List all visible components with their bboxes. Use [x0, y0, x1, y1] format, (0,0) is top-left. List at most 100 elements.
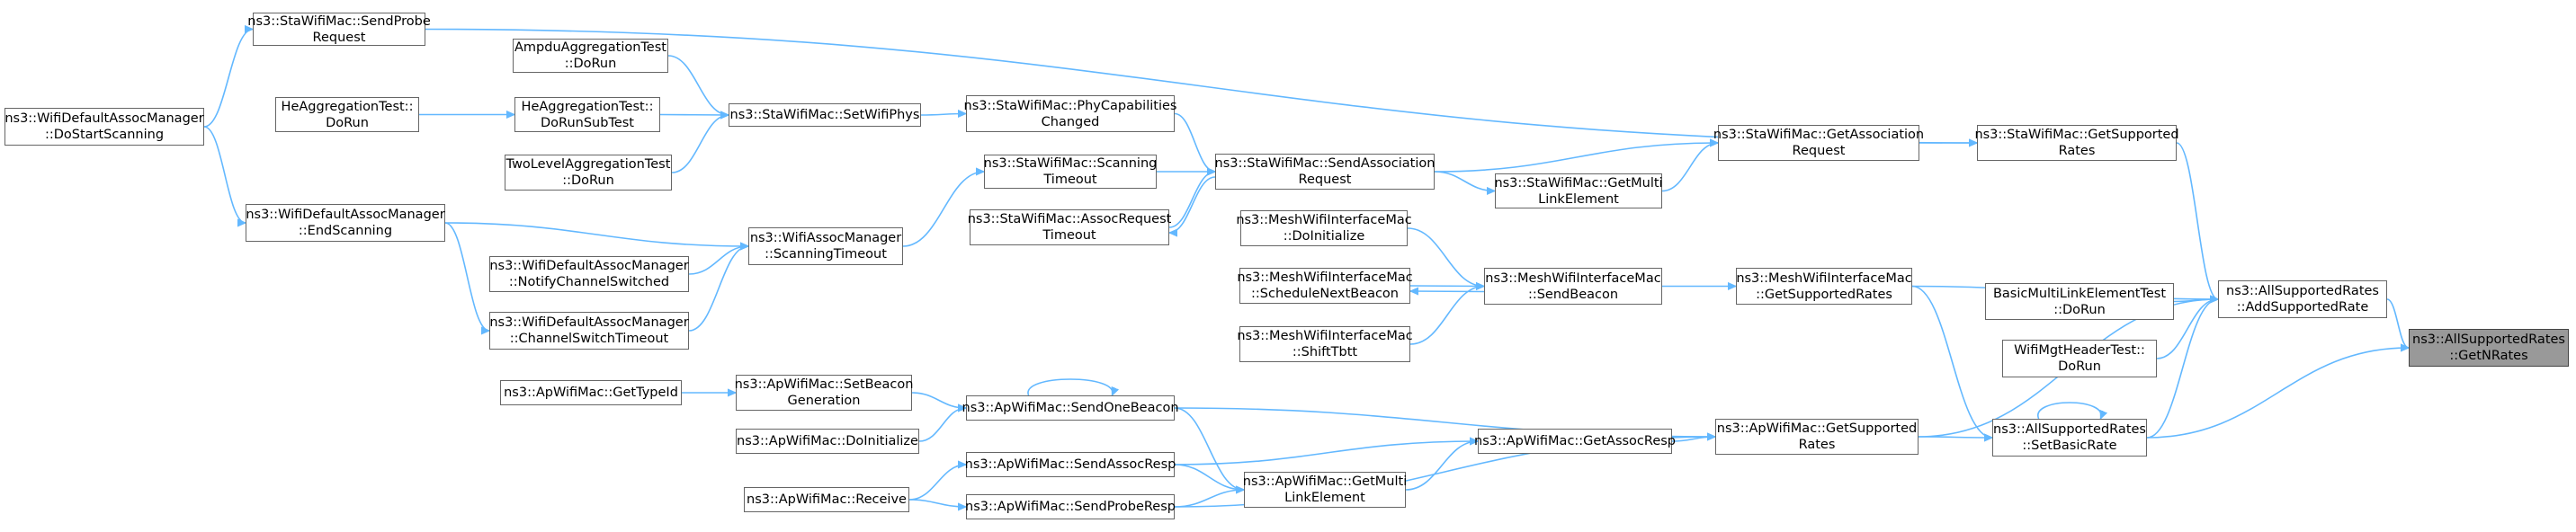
edge-wifimgt-dorun-to-asr-add: [2156, 299, 2218, 359]
node-wifimgt-dorun[interactable]: WifiMgtHeaderTest::DoRun: [2002, 340, 2157, 377]
node-label-line: ns3::MeshWifiInterfaceMac: [1236, 213, 1412, 227]
node-he-dorun[interactable]: HeAggregationTest::DoRun: [275, 97, 419, 132]
node-label-line: Rates: [1798, 438, 1836, 452]
node-asr-add[interactable]: ns3::AllSupportedRates::AddSupportedRate: [2218, 280, 2387, 318]
edge-ap-sendassocresp-to-ap-getassocresp: [1174, 441, 1478, 466]
node-label-line: AmpduAggregationTest: [514, 40, 666, 55]
node-label-line: ns3::MeshWifiInterfaceMac: [1485, 270, 1661, 286]
node-he-dorunsub[interactable]: HeAggregationTest::DoRunSubTest: [514, 97, 660, 132]
node-label-line: ::DoStartScanning: [44, 128, 165, 142]
node-label-line: ns3::AllSupportedRates: [1993, 422, 2146, 437]
node-label-line: DoRunSubTest: [541, 115, 634, 130]
node-wdam-dostart[interactable]: ns3::WifiDefaultAssocManager::DoStartSca…: [4, 108, 204, 146]
node-twolevel-dorun[interactable]: TwoLevelAggregationTest::DoRun: [505, 155, 672, 191]
node-label-line: ns3::ApWifiMac::GetSupported: [1716, 421, 1918, 436]
node-ap-getassocresp[interactable]: ns3::ApWifiMac::GetAssocResp: [1474, 429, 1676, 454]
node-label-line: Rates: [2058, 144, 2096, 158]
node-mesh-getsupported[interactable]: ns3::MeshWifiInterfaceMac::GetSupportedR…: [1736, 268, 1912, 305]
edge-asr-setbasic-to-asr-add: [2146, 299, 2218, 439]
node-label-line: ::NotifyChannelSwitched: [508, 275, 670, 289]
node-label-line: ns3::WifiDefaultAssocManager: [489, 315, 689, 330]
node-label-line: ns3::StaWifiMac::AssocRequest: [967, 212, 1172, 226]
node-label-line: Timeout: [1043, 173, 1097, 187]
node-label-line: ::SetBasicRate: [2022, 439, 2117, 453]
node-ap-gettypeid[interactable]: ns3::ApWifiMac::GetTypeId: [500, 380, 682, 405]
node-label-line: ::AddSupportedRate: [2236, 300, 2369, 315]
edge-wdam-endscan-to-wdam-chswitch: [444, 222, 489, 331]
node-wdam-endscan[interactable]: ns3::WifiDefaultAssocManager::EndScannin…: [246, 204, 445, 242]
node-wdam-notify[interactable]: ns3::WifiDefaultAssocManager::NotifyChan…: [489, 256, 689, 292]
node-label-line: ns3::AllSupportedRates: [2412, 332, 2565, 347]
node-sta-setwifiphys[interactable]: ns3::StaWifiMac::SetWifiPhys: [729, 103, 921, 127]
edge-mesh-schedbeacon-to-mesh-sendbeacon: [1409, 286, 1484, 287]
node-mesh-doinit[interactable]: ns3::MeshWifiInterfaceMac::DoInitialize: [1236, 210, 1412, 246]
node-label-line: ns3::ApWifiMac::GetMulti: [1242, 474, 1408, 489]
node-label-line: ns3::WifiDefaultAssocManager: [489, 259, 689, 273]
edge-mesh-sendbeacon-to-mesh-schedbeacon: [1410, 291, 1485, 292]
node-label-line: ns3::MeshWifiInterfaceMac: [1237, 329, 1413, 343]
edge-asr-add-to-asr-getn: [2386, 298, 2409, 348]
edge-sta-getsupported-to-asr-add: [2176, 142, 2218, 299]
node-mesh-shifttbtt[interactable]: ns3::MeshWifiInterfaceMac::ShiftTbtt: [1237, 326, 1413, 362]
edge-ap-getmultilink-to-ap-getassocresp: [1405, 441, 1478, 491]
node-label-line: ns3::StaWifiMac::SendProbe: [247, 13, 431, 29]
node-label-line: ns3::StaWifiMac::SetWifiPhys: [729, 108, 920, 122]
node-label-line: LinkElement: [1284, 491, 1365, 505]
edge-asr-setbasic-to-asr-getn: [2146, 348, 2409, 439]
edge-ap-receive-to-ap-sendproberesp: [908, 499, 966, 507]
node-ap-sendassocresp[interactable]: ns3::ApWifiMac::SendAssocResp: [965, 452, 1176, 477]
node-label-line: ns3::WifiAssocManager: [749, 231, 902, 245]
edge-wdam-dostart-to-wdam-endscan: [203, 126, 246, 223]
node-basicmulti-dorun[interactable]: BasicMultiLinkElementTest::DoRun: [1985, 283, 2174, 320]
node-label-line: ns3::StaWifiMac::GetAssociation: [1713, 128, 1925, 142]
node-ap-receive[interactable]: ns3::ApWifiMac::Receive: [744, 487, 909, 512]
node-label-line: ns3::AllSupportedRates: [2226, 284, 2379, 298]
node-label-line: ns3::ApWifiMac::Receive: [747, 492, 907, 507]
node-asr-getn: ns3::AllSupportedRates::GetNRates: [2409, 329, 2569, 367]
node-label-line: ::GetSupportedRates: [1756, 287, 1892, 302]
node-wam-scantimeout[interactable]: ns3::WifiAssocManager::ScanningTimeout: [748, 227, 903, 265]
node-label-line: ns3::ApWifiMac::SendProbeResp: [965, 500, 1176, 514]
node-label-line: ns3::WifiDefaultAssocManager: [4, 111, 204, 126]
node-ap-sendonebeacon[interactable]: ns3::ApWifiMac::SendOneBeacon: [962, 395, 1179, 421]
node-wdam-chswitch[interactable]: ns3::WifiDefaultAssocManager::ChannelSwi…: [489, 312, 689, 350]
node-label-line: TwoLevelAggregationTest: [505, 157, 671, 172]
edge-sta-phycap-to-sta-sendassoc: [1174, 112, 1215, 173]
edge-sta-assocreqtimeout-to-sta-sendassoc: [1168, 172, 1215, 228]
edge-wdam-chswitch-to-wam-scantimeout: [688, 246, 748, 332]
edge-ap-setbeacongen-to-ap-sendonebeacon: [911, 392, 966, 408]
edge-sta-sendassoc-to-sta-getmultilink: [1434, 171, 1495, 191]
node-label-line: HeAggregationTest::: [281, 99, 414, 114]
node-ampdu-dorun[interactable]: AmpduAggregationTest::DoRun: [513, 39, 668, 73]
node-label-line: ns3::StaWifiMac::GetMulti: [1494, 175, 1663, 191]
node-label-line: ns3::ApWifiMac::DoInitialize: [737, 434, 918, 448]
node-label-line: ns3::MeshWifiInterfaceMac: [1237, 270, 1413, 285]
node-label-line: ::ShiftTbtt: [1292, 345, 1358, 359]
node-ap-doinit[interactable]: ns3::ApWifiMac::DoInitialize: [736, 429, 919, 454]
node-label-line: ::ScheduleNextBeacon: [1251, 287, 1399, 301]
edge-wdam-dostart-to-sta-sendprobe: [203, 30, 253, 128]
node-asr-setbasic[interactable]: ns3::AllSupportedRates::SetBasicRate: [1992, 419, 2147, 457]
node-mesh-schedbeacon[interactable]: ns3::MeshWifiInterfaceMac::ScheduleNextB…: [1237, 268, 1413, 304]
node-label-line: Request: [1792, 144, 1846, 158]
node-ap-sendproberesp[interactable]: ns3::ApWifiMac::SendProbeResp: [965, 494, 1176, 519]
edge-twolevel-dorun-to-sta-setwifiphys: [671, 115, 729, 173]
node-mesh-sendbeacon[interactable]: ns3::MeshWifiInterfaceMac::SendBeacon: [1484, 268, 1662, 305]
node-label-line: BasicMultiLinkElementTest: [1992, 286, 2167, 301]
node-label-line: ns3::ApWifiMac::GetAssocResp: [1474, 434, 1676, 448]
node-label-line: ::ChannelSwitchTimeout: [509, 332, 669, 346]
node-label-line: ns3::StaWifiMac::PhyCapabilities: [963, 98, 1177, 113]
